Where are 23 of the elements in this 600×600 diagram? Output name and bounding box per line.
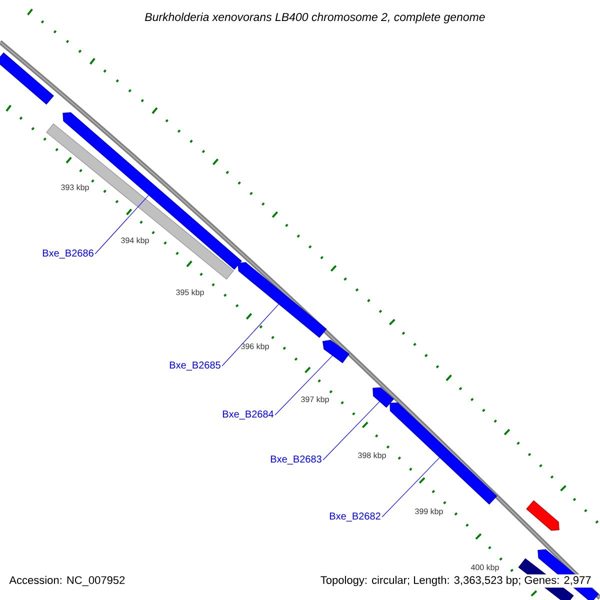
- leader-line: [382, 457, 440, 518]
- footer-text: Topology: circular; Length: 3,363,523 bp; Genes: 2,977: [318, 574, 593, 588]
- gene-label: Bxe_B2685: [170, 362, 220, 370]
- gene-label: Bxe_B2684: [222, 410, 274, 420]
- gene-block: [390, 402, 498, 505]
- scale-label: 394 kbp: [121, 237, 149, 245]
- gene-block: [526, 500, 560, 531]
- leader-line: [274, 355, 333, 416]
- scale-label: 396 kbp: [241, 343, 269, 351]
- footer-text: Accession: NC_007952: [9, 576, 125, 586]
- scale-label: 393 kbp: [61, 184, 89, 192]
- gene-block: [372, 387, 394, 408]
- leader-line: [322, 401, 380, 460]
- scale-label: 395 kbp: [176, 289, 204, 297]
- scale-label: 400 kbp: [470, 564, 499, 572]
- gene-label: Bxe_B2683: [270, 456, 322, 464]
- gene-label: Bxe_B2682: [330, 512, 380, 522]
- scale-label: 397 kbp: [301, 396, 329, 404]
- leader-line: [94, 194, 149, 254]
- gene-label: Bxe_B2686: [42, 250, 94, 258]
- title: Burkholderia xenovorans LB400 chromosome 2, complete genome: [145, 12, 485, 24]
- leader-line: [222, 304, 279, 366]
- gene-block: [238, 262, 327, 338]
